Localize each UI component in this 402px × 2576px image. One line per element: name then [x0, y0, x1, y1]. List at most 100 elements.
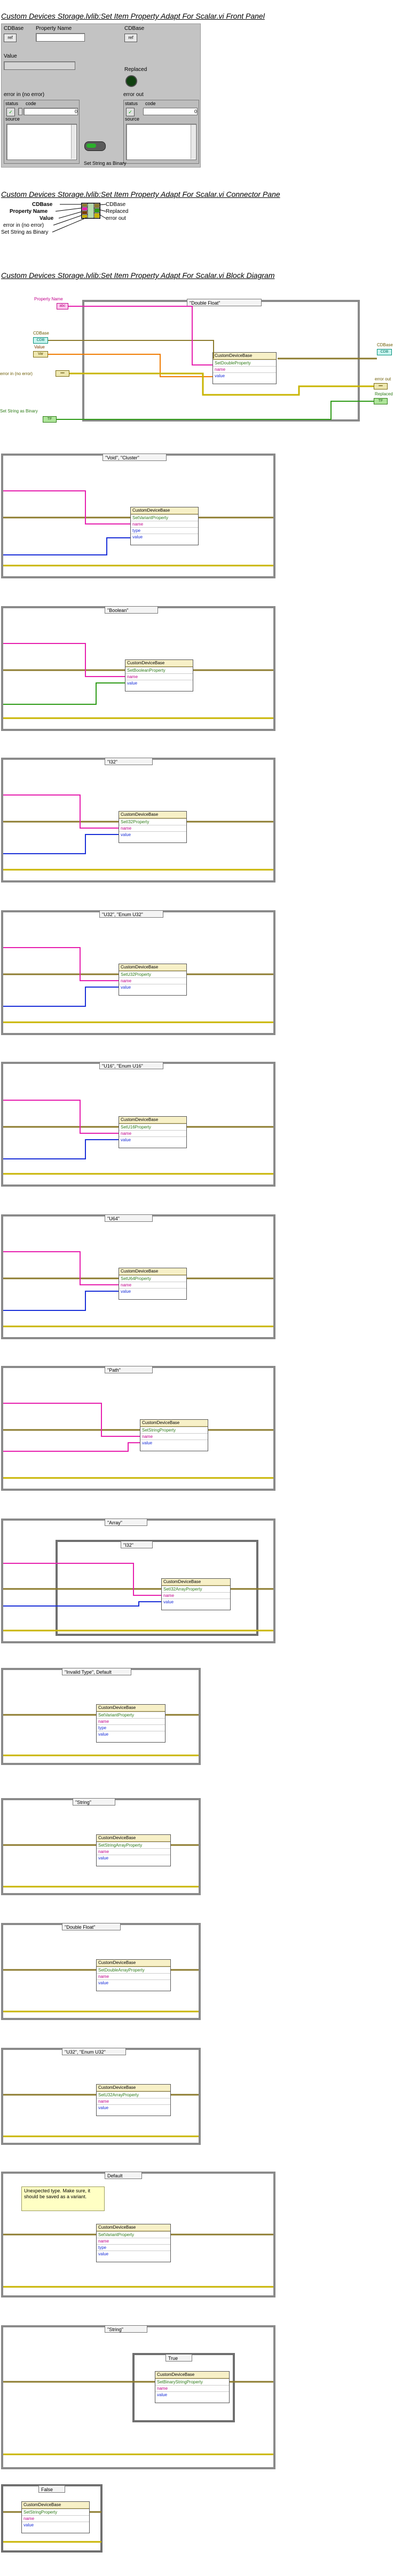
node-pin-name: name [119, 825, 186, 831]
case-selector-1[interactable]: "Void", "Cluster" [103, 454, 167, 461]
node-method-label: SetStringArrayProperty [97, 1842, 170, 1848]
value-control[interactable] [4, 61, 75, 70]
error-out-status-indicator: ✓ [126, 108, 135, 116]
case-selector-7[interactable]: "Path" [105, 1366, 153, 1373]
method-node-15[interactable]: CustomDeviceBase SetStringProperty name … [21, 2501, 90, 2533]
node-pin-value: value [125, 680, 193, 686]
error-in-status-checkbox[interactable]: ✓ [6, 108, 15, 116]
set-string-binary-label: Set String as Binary [84, 161, 127, 166]
bd-error-out-terminal: ▪▪▪ [374, 383, 388, 389]
front-panel: CDBase ref Property Name Value CDBase re… [1, 23, 201, 168]
method-node-10[interactable]: CustomDeviceBase SetStringArrayProperty … [96, 1834, 171, 1866]
bd-cdbase-terminal[interactable]: CDB [33, 337, 48, 344]
node-method-label: SetU64Property [119, 1275, 186, 1282]
case-selector-14[interactable]: "String" [105, 2325, 147, 2333]
error-in-source-scrollbar[interactable] [71, 125, 76, 159]
node-pin-name: name [97, 1973, 170, 1979]
node-method-label: SetU16Property [119, 1124, 186, 1130]
case-selector-12[interactable]: "U32", "Enum U32" [62, 2048, 126, 2055]
method-node-12[interactable]: CustomDeviceBase SetU32ArrayProperty nam… [96, 2084, 171, 2116]
method-node-9[interactable]: CustomDeviceBase SetVariantProperty name… [96, 1704, 165, 1743]
error-out-label: error out [123, 92, 144, 98]
node-class-label: CustomDeviceBase [125, 660, 193, 667]
method-node-7[interactable]: CustomDeviceBase SetStringProperty name … [140, 1419, 208, 1451]
error-out-cluster: status code ✓ 0 source [123, 100, 199, 164]
node-class-label: CustomDeviceBase [97, 1705, 165, 1712]
case-selector-5[interactable]: "U16", "Enum U16" [99, 1062, 163, 1069]
node-method-label: SetU32Property [119, 971, 186, 977]
node-pin-name: name [119, 1282, 186, 1288]
cdbase-in-control[interactable]: ref [4, 34, 17, 42]
method-node-11[interactable]: CustomDeviceBase SetDoubleArrayProperty … [96, 1959, 171, 1991]
connector-pane-title: Custom Devices Storage.lvlib:Set Item Pr… [1, 190, 280, 198]
node-method-label: SetStringProperty [22, 2509, 89, 2515]
error-out-source-label: source [125, 116, 140, 122]
case-selector-11[interactable]: "Double Float" [62, 1923, 121, 1930]
node-class-label: CustomDeviceBase [97, 2085, 170, 2092]
value-label: Value [4, 53, 17, 59]
method-node-8[interactable]: CustomDeviceBase SetI32ArrayProperty nam… [161, 1578, 231, 1610]
method-node-13[interactable]: CustomDeviceBase SetVariantProperty name… [96, 2224, 171, 2262]
case-selector-0[interactable]: "Double Float" [187, 299, 262, 306]
bd-value-terminal[interactable]: Var [33, 351, 48, 357]
method-node-6[interactable]: CustomDeviceBase SetU64Property name val… [119, 1268, 187, 1300]
node-method-label: SetBinaryStringProperty [155, 2379, 229, 2385]
node-pin-name: name [125, 673, 193, 680]
error-out-status-label: status [125, 101, 138, 106]
method-node-1[interactable]: CustomDeviceBase SetVariantProperty name… [130, 507, 199, 545]
method-node-3[interactable]: CustomDeviceBase SetI32Property name val… [119, 811, 187, 843]
set-string-binary-switch[interactable] [84, 141, 106, 151]
method-node-14[interactable]: CustomDeviceBase SetBinaryStringProperty… [155, 2371, 230, 2403]
method-node-2[interactable]: CustomDeviceBase SetBooleanProperty name… [125, 659, 193, 691]
node-pin-name: name [213, 366, 276, 372]
node-class-label: CustomDeviceBase [97, 2224, 170, 2231]
bd-cdbase-label: CDBase [33, 331, 49, 336]
replaced-led-indicator [125, 75, 137, 87]
node-pin-type: type [97, 1724, 165, 1731]
bd-replaced-terminal: TF [374, 398, 388, 404]
cp-right-error-out: error out [106, 216, 126, 221]
node-method-label: SetVariantProperty [97, 1712, 165, 1718]
node-pin-name: name [131, 521, 198, 527]
case-selector-3[interactable]: "I32" [105, 758, 153, 765]
bd-set-string-terminal[interactable]: TF [43, 416, 57, 423]
node-pin-name: name [140, 1433, 208, 1440]
node-pin-value: value [97, 2104, 170, 2111]
error-in-code-stepper[interactable] [18, 108, 22, 115]
case-frame-1 [1, 454, 275, 578]
method-node-0[interactable]: CustomDeviceBase SetDoubleProperty name … [212, 352, 277, 384]
case-selector-15[interactable]: False [38, 2485, 65, 2493]
error-in-code-input[interactable]: 0 [23, 108, 78, 115]
node-method-label: SetDoubleArrayProperty [97, 1967, 170, 1973]
error-out-source-textbox [126, 124, 196, 160]
case-selector-2[interactable]: "Boolean" [105, 606, 158, 614]
method-node-4[interactable]: CustomDeviceBase SetU32Property name val… [119, 964, 187, 996]
method-node-5[interactable]: CustomDeviceBase SetU16Property name val… [119, 1116, 187, 1148]
case-selector-10[interactable]: "String" [73, 1798, 115, 1806]
node-pin-value: value [213, 372, 276, 379]
case-selector-13[interactable]: Default [105, 2172, 142, 2179]
property-name-input[interactable] [36, 33, 85, 42]
node-pin-name: name [22, 2515, 89, 2522]
case-selector-8-inner[interactable]: "I32" [121, 1541, 153, 1548]
comment-note: Unexpected type. Make sure, it should be… [21, 2187, 105, 2211]
bd-replaced-label: Replaced [375, 392, 393, 396]
cp-left-error-in: error in (no error) [3, 222, 44, 228]
error-out-source-scrollbar[interactable] [191, 125, 195, 159]
bd-property-name-terminal[interactable]: abc [57, 303, 68, 309]
node-pin-type: type [97, 2244, 170, 2251]
case-selector-8[interactable]: "Array" [105, 1518, 147, 1526]
case-selector-14-inner[interactable]: True [165, 2354, 192, 2362]
node-method-label: SetU32ArrayProperty [97, 2092, 170, 2098]
case-selector-9[interactable]: "Invalid Type", Default [62, 1668, 131, 1675]
bd-property-name-label: Property Name [34, 297, 63, 301]
error-in-source-textbox[interactable] [6, 124, 77, 160]
node-pin-value: value [97, 1731, 165, 1737]
case-selector-6[interactable]: "U64" [105, 1214, 153, 1222]
node-class-label: CustomDeviceBase [97, 1960, 170, 1967]
error-in-label: error in (no error) [4, 92, 45, 98]
case-selector-4[interactable]: "U32", "Enum U32" [99, 910, 163, 918]
error-out-code-indicator: 0 [143, 108, 198, 115]
bd-error-in-terminal[interactable]: ▪▪▪ [56, 370, 69, 377]
